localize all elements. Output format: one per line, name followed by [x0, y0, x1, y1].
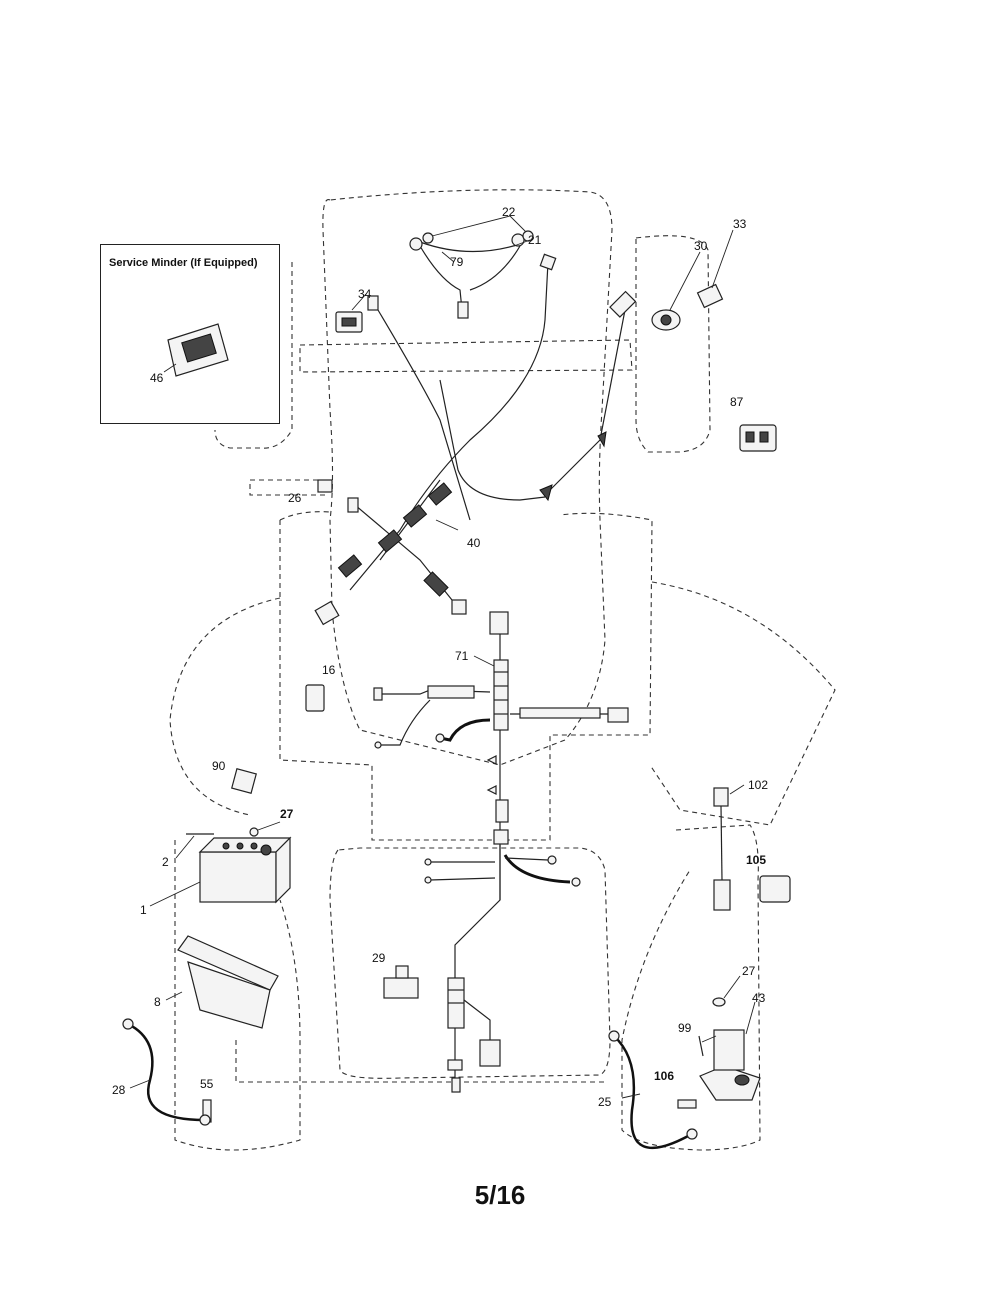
page-number: 5/16 — [474, 1180, 526, 1210]
tractor-outline — [169, 189, 836, 1151]
callout-27-lower: 27 — [742, 964, 756, 978]
callout-40: 40 — [467, 536, 481, 550]
service-minder-part: 46 — [150, 323, 229, 385]
callout-46: 46 — [150, 371, 164, 385]
parts — [122, 283, 791, 1150]
callout-27-top: 27 — [280, 807, 294, 821]
callout-71: 71 — [455, 649, 469, 663]
callout-99: 99 — [678, 1021, 692, 1035]
callout-43: 43 — [752, 991, 766, 1005]
wiring-harness-71 — [373, 611, 629, 900]
callouts: 22 79 21 33 30 34 87 26 40 71 16 90 27 2… — [112, 205, 768, 1109]
callout-22: 22 — [502, 205, 516, 219]
lower-harness — [424, 845, 581, 1093]
callout-90: 90 — [212, 759, 226, 773]
callout-34: 34 — [358, 287, 372, 301]
callout-25: 25 — [598, 1095, 612, 1109]
callout-1: 1 — [140, 903, 147, 917]
leader-lines — [129, 215, 756, 1099]
callout-2: 2 — [162, 855, 169, 869]
callout-29: 29 — [372, 951, 386, 965]
callout-30: 30 — [694, 239, 708, 253]
callout-16: 16 — [322, 663, 336, 677]
callout-106: 106 — [654, 1069, 674, 1083]
callout-33: 33 — [733, 217, 747, 231]
headlight-assembly — [409, 230, 534, 319]
callout-8: 8 — [154, 995, 161, 1009]
callout-105: 105 — [746, 853, 766, 867]
callout-102: 102 — [748, 778, 768, 792]
callout-26: 26 — [288, 491, 302, 505]
inset-title: Service Minder (If Equipped) — [109, 257, 258, 269]
callout-28: 28 — [112, 1083, 126, 1097]
wiring-harness-40 — [314, 253, 637, 626]
service-minder-inset: Service Minder (If Equipped) — [100, 244, 280, 424]
callout-55: 55 — [200, 1077, 214, 1091]
callout-79: 79 — [450, 255, 464, 269]
callout-21: 21 — [528, 233, 542, 247]
callout-87: 87 — [730, 395, 744, 409]
